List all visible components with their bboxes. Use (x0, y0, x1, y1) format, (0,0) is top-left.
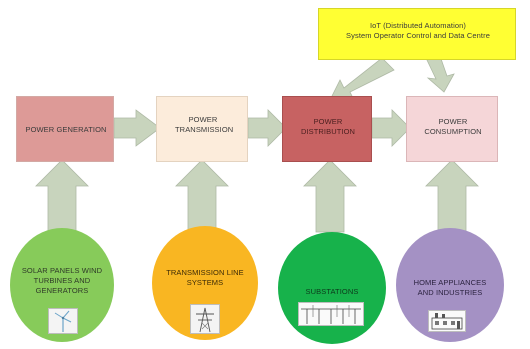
arrows-layer (35, 55, 479, 233)
iot-box-line1: IoT (Distributed Automation) (369, 21, 467, 30)
arrow-up-generation (35, 159, 89, 233)
arrow-up-transmission (175, 159, 229, 231)
stage-label-transmission: POWER TRANSMISSION (175, 115, 234, 134)
source-label-substations: SUBSTATIONS (305, 287, 359, 296)
stage-power-transmission: POWER TRANSMISSION (156, 96, 248, 162)
source-label-solar-wind: SOLAR PANELS WIND TURBINES AND GENERATOR… (21, 266, 103, 295)
stage-power-generation: POWER GENERATION (16, 96, 114, 162)
stage-power-distribution: POWER DISTRIBUTION (282, 96, 372, 162)
iot-control-box: IoT (Distributed Automation) System Oper… (318, 8, 516, 60)
stage-power-consumption: POWER CONSUMPTION (406, 96, 498, 162)
wind-turbine-icon (48, 308, 78, 334)
source-transmission-lines-circle: TRANSMISSION LINE SYSTEMS (152, 226, 258, 340)
source-appliances-circle: HOME APPLIANCES AND INDUSTRIES (396, 228, 504, 342)
arrow-iot-to-consumption (425, 55, 455, 93)
arrow-up-consumption (425, 159, 479, 233)
source-label-transmission-lines: TRANSMISSION LINE SYSTEMS (166, 268, 244, 287)
stage-label-distribution: POWER DISTRIBUTION (300, 117, 356, 136)
source-substations-circle: SUBSTATIONS (278, 232, 386, 344)
arrow-up-distribution (303, 159, 357, 233)
source-solar-wind-circle: SOLAR PANELS WIND TURBINES AND GENERATOR… (10, 228, 114, 342)
stage-label-consumption: POWER CONSUMPTION (424, 117, 482, 136)
factory-icon (428, 310, 466, 332)
stage-label-generation: POWER GENERATION (25, 125, 107, 134)
substation-icon (298, 302, 364, 326)
arrow-distribution-to-consumption (371, 109, 411, 147)
arrow-transmission-to-distribution (247, 109, 287, 147)
arrow-generation-to-transmission (113, 109, 161, 147)
iot-box-line2: System Operator Control and Data Centre (346, 31, 490, 40)
transmission-tower-icon (190, 304, 220, 334)
source-label-appliances: HOME APPLIANCES AND INDUSTRIES (413, 278, 487, 297)
